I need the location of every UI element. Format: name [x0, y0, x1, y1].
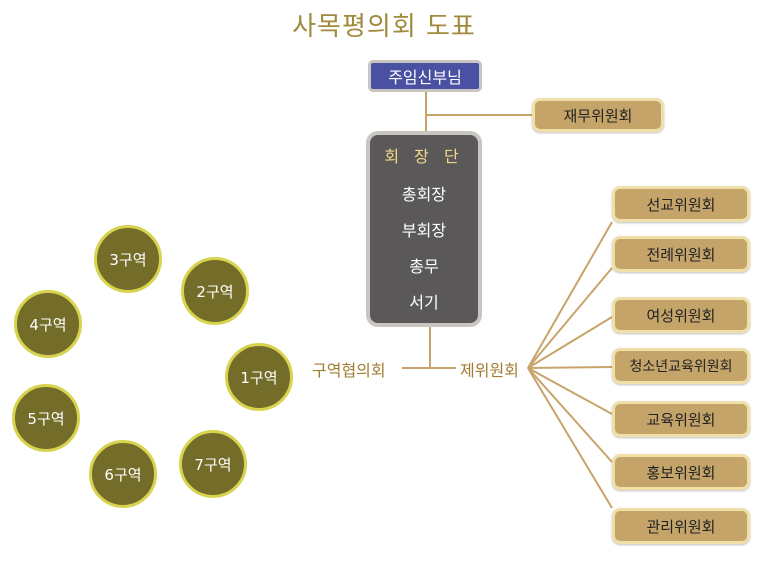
committees-label: 제위원회: [460, 361, 519, 380]
committee-box: 관리위원회: [612, 508, 750, 544]
executive-member: 서기: [409, 293, 439, 312]
district-circle: 7구역: [179, 430, 247, 498]
executive-board: 회 장 단 총회장 부회장 총무 서기: [366, 131, 482, 327]
committee-box: 선교위원회: [612, 186, 750, 222]
executive-heading: 회 장 단: [384, 147, 464, 166]
pastor-box: 주임신부님: [368, 60, 482, 92]
district-council-label: 구역협의회: [312, 361, 386, 380]
district-circle: 2구역: [181, 257, 249, 325]
executive-member: 총회장: [401, 185, 447, 204]
district-circle: 5구역: [12, 384, 80, 452]
finance-committee-box: 재무위원회: [532, 98, 664, 132]
committee-box: 교육위원회: [612, 401, 750, 437]
committee-box: 여성위원회: [612, 297, 750, 333]
committee-box: 전례위원회: [612, 236, 750, 272]
committee-fan-lines: [527, 221, 613, 509]
district-circle: 1구역: [225, 343, 293, 411]
page-title: 사목평의회 도표: [292, 12, 476, 42]
committee-box: 홍보위원회: [612, 454, 750, 490]
committee-box: 청소년교육위원회: [612, 348, 750, 384]
executive-member: 총무: [409, 257, 439, 276]
executive-member: 부회장: [401, 221, 447, 240]
district-circle: 3구역: [94, 225, 162, 293]
district-circle: 4구역: [14, 290, 82, 358]
district-circle: 6구역: [89, 440, 157, 508]
